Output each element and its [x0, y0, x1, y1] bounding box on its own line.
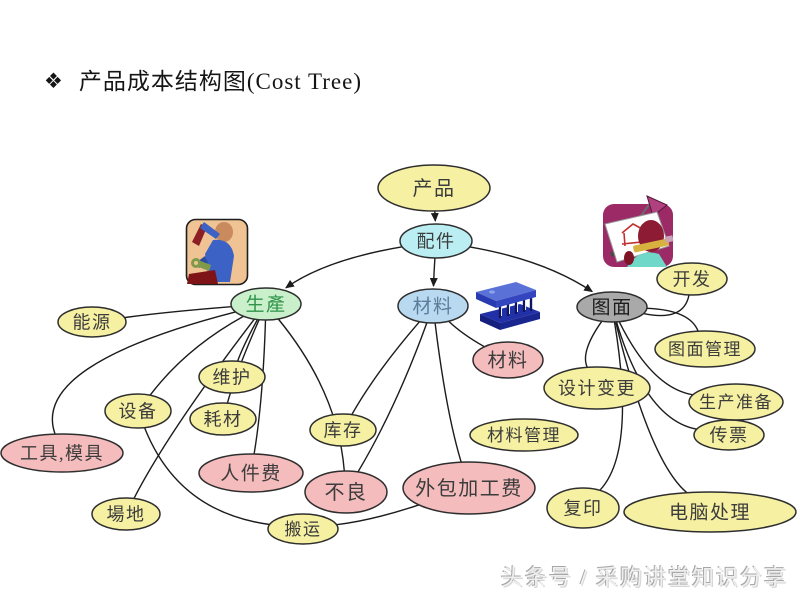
node-drawing: 图面	[576, 291, 648, 323]
edge-material-material2	[448, 320, 485, 348]
node-label-outsourcing: 外包加工费	[415, 477, 523, 500]
edge-transport-outsourcing	[336, 504, 420, 526]
edge-production-labor	[253, 319, 267, 455]
edge-production-defects	[277, 318, 345, 472]
node-production: 生產	[230, 287, 302, 321]
edge-drawing-computer	[615, 321, 688, 494]
node-tools_molds: 工具,模具	[0, 433, 124, 473]
node-defects: 不良	[304, 470, 388, 514]
node-material2: 材料	[472, 341, 544, 379]
node-label-defects: 不良	[325, 481, 368, 504]
edge-product-parts	[430, 210, 439, 222]
node-outsourcing: 外包加工费	[402, 461, 536, 515]
edge-drawing-production_prep	[618, 321, 694, 396]
node-label-site: 場地	[107, 504, 146, 524]
diamond-bullet-icon: ❖	[44, 69, 63, 93]
node-labor: 人件费	[198, 453, 304, 493]
edge-equipment-transport	[143, 427, 270, 526]
edge-drawing-development	[643, 294, 690, 317]
node-label-development: 开发	[673, 269, 712, 289]
edge-material-defects	[357, 322, 428, 473]
node-label-material: 材料	[412, 296, 453, 318]
node-voucher: 传票	[693, 419, 765, 451]
node-label-consumables: 耗材	[204, 409, 243, 429]
page-title: 产品成本结构图(Cost Tree)	[78, 69, 362, 94]
node-label-tools_molds: 工具,模具	[20, 443, 104, 463]
nodes-layer: 产品配件生產材料图面能源维护设备耗材工具,模具人件费場地搬运库存不良材料材料管理…	[0, 164, 797, 545]
node-label-parts: 配件	[417, 231, 456, 251]
node-site: 場地	[91, 497, 161, 531]
edge-production-site	[133, 318, 255, 499]
node-label-inventory: 库存	[324, 420, 363, 440]
node-consumables: 耗材	[189, 402, 257, 436]
node-label-voucher: 传票	[710, 425, 749, 445]
node-computer: 电脑处理	[623, 491, 797, 533]
node-equipment: 设备	[104, 393, 172, 429]
node-label-drawing: 图面	[591, 298, 632, 319]
node-maintenance: 维护	[198, 360, 266, 394]
node-parts: 配件	[399, 223, 473, 259]
node-label-labor: 人件费	[220, 463, 282, 485]
edge-material-inventory	[351, 321, 421, 415]
node-production_prep: 生产准备	[688, 383, 784, 421]
node-design_change: 设计变更	[543, 366, 651, 410]
node-label-transport: 搬运	[285, 520, 322, 539]
node-label-computer: 电脑处理	[669, 502, 751, 524]
node-material_mgmt: 材料管理	[469, 418, 579, 452]
edge-drawing-voucher	[615, 321, 697, 430]
edges-layer	[51, 210, 699, 526]
edge-production-tools_molds	[51, 311, 236, 435]
edge-parts-drawing	[469, 246, 594, 293]
edge-parts-production	[285, 246, 403, 289]
node-development: 开发	[656, 262, 728, 296]
edge-drawing-drawing_mgmt	[646, 307, 699, 332]
node-label-energy: 能源	[73, 312, 112, 332]
node-label-production: 生產	[245, 294, 286, 316]
node-label-design_change: 设计变更	[558, 378, 636, 398]
edge-parts-material	[429, 257, 438, 287]
node-label-material_mgmt: 材料管理	[487, 426, 561, 445]
edge-production-energy	[124, 306, 232, 319]
node-product: 产品	[377, 164, 491, 212]
edge-production-maintenance	[236, 319, 259, 362]
edge-production-equipment	[149, 315, 244, 396]
node-label-maintenance: 维护	[213, 367, 252, 387]
watermark: 头条号 / 采购讲堂知识分享	[500, 565, 788, 590]
node-drawing_mgmt: 图面管理	[654, 330, 756, 368]
node-energy: 能源	[57, 306, 127, 338]
edge-drawing-design_change	[584, 320, 603, 368]
node-transport: 搬运	[267, 513, 339, 545]
slide-title-row: ❖ 产品成本结构图(Cost Tree)	[44, 62, 362, 96]
node-label-production_prep: 生产准备	[699, 393, 773, 412]
node-label-drawing_mgmt: 图面管理	[668, 340, 742, 359]
node-label-equipment: 设备	[119, 401, 158, 421]
edge-drawing-copying	[599, 321, 624, 491]
node-label-product: 产品	[413, 177, 456, 200]
node-material: 材料	[397, 288, 469, 324]
edge-material-outsourcing	[434, 322, 462, 463]
node-label-material2: 材料	[487, 350, 528, 372]
node-inventory: 库存	[309, 413, 377, 447]
node-label-copying: 复印	[564, 498, 603, 518]
node-copying: 复印	[546, 487, 620, 529]
